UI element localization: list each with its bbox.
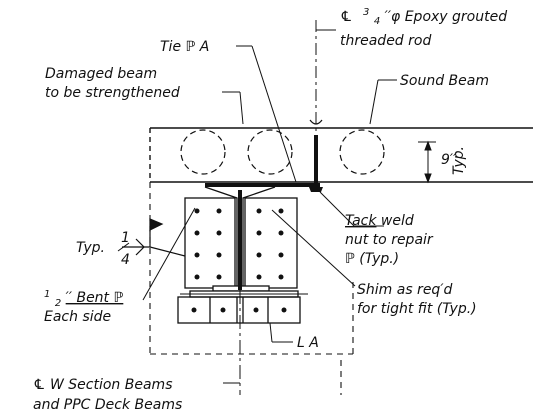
angle-bolts (191, 307, 287, 313)
tie-plate-label: Tie ℙ A (160, 39, 209, 55)
weld-size-bottom: 4 (121, 252, 130, 268)
dimension-label: 9′′ (441, 152, 457, 168)
threaded-rod (309, 20, 323, 192)
damaged-beam-label-2: to be strengthened (45, 85, 180, 101)
shim-label-2: for tight fit (Typ.) (357, 301, 477, 317)
bent-plates (184, 186, 298, 289)
deck-beams (149, 127, 533, 183)
dimension-typ-label: Typ. (451, 146, 467, 175)
shim-label-1: Shim as req′d (357, 282, 452, 298)
tack-weld-label-1: Tack weld (345, 213, 414, 229)
bent-plate-label-2: Each side (44, 309, 111, 325)
tie-plate (205, 183, 320, 187)
dimension-9in (418, 140, 436, 184)
bent-plate-label-1: 1 2 ′′ Bent ℙ (44, 285, 123, 310)
labels: ℄ 3 4 ′′φ Epoxy grouted threaded rod Tie… (33, 3, 507, 413)
tack-weld-label-3: ℙ (Typ.) (345, 251, 399, 267)
beam-voids (180, 129, 385, 175)
rod-label-line2: threaded rod (340, 33, 431, 49)
sound-beam-label: Sound Beam (400, 73, 489, 89)
bolt-dots-right (256, 208, 284, 280)
tack-weld-label-2: nut to repair (345, 232, 434, 248)
section-centerline (238, 190, 242, 395)
damaged-beam-outline (149, 182, 354, 395)
weld-symbol (122, 218, 186, 257)
angle-label: L A (297, 335, 319, 351)
damaged-beam-label-1: Damaged beam (45, 66, 157, 82)
leader-lines (142, 29, 397, 384)
angle-la (177, 296, 301, 324)
rod-label-line1: ℄ 3 4 ′′φ Epoxy grouted (340, 3, 507, 28)
weld-typ-label: Typ. (76, 240, 105, 256)
weld-size-top: 1 (121, 230, 130, 246)
section-label-2: and PPC Deck Beams (33, 397, 182, 413)
section-label-1: ℄ W Section Beams (33, 377, 173, 393)
bolt-dots-left (194, 208, 222, 280)
